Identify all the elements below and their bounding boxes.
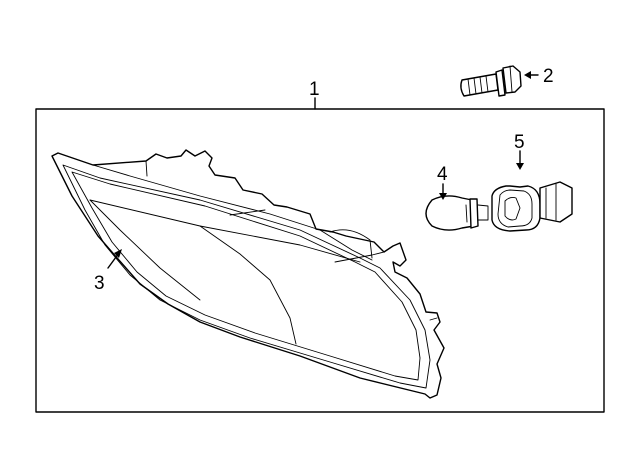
callout-2-label: 2 <box>543 66 554 87</box>
callout-3-label: 3 <box>94 273 105 294</box>
callout-2-arrowhead <box>524 71 531 79</box>
callout-4-label: 4 <box>437 164 448 185</box>
assembly-frame <box>35 108 605 413</box>
callout-1-label: 1 <box>309 79 320 100</box>
callout-5-arrowhead <box>516 163 524 170</box>
bolt <box>460 65 522 97</box>
bulb <box>425 195 489 231</box>
callout-5-label: 5 <box>514 132 525 153</box>
callout-3-arrowhead <box>114 249 122 258</box>
socket <box>491 181 573 232</box>
callout-4-arrowhead <box>439 193 447 200</box>
lamp-housing <box>51 149 445 399</box>
